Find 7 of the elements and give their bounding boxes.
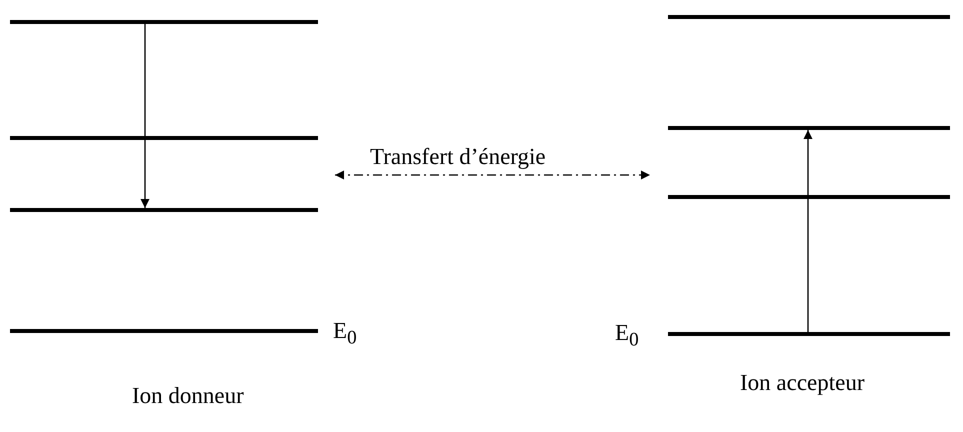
caption-label: Ion accepteur [740, 370, 865, 396]
caption-label: Transfert d’énergie [370, 144, 546, 170]
caption-label: Ion donneur [132, 383, 244, 408]
arrow [804, 130, 812, 332]
energy-level-label: E$_{0}$ [333, 318, 357, 349]
energy-level-label: E$_{0}$ [615, 320, 639, 351]
arrow [140, 24, 150, 208]
